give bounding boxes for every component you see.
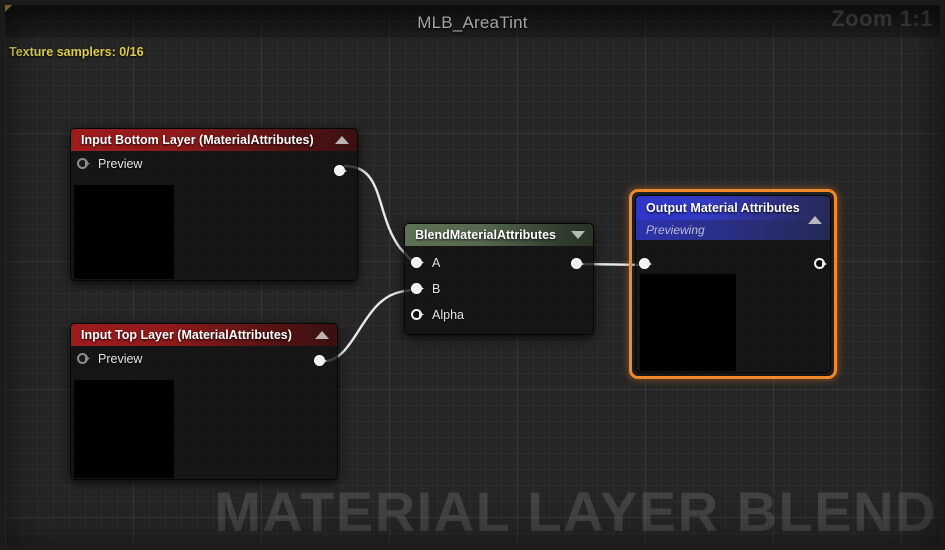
pin-a-icon[interactable] xyxy=(411,256,424,270)
node-input-top-layer[interactable]: Input Top Layer (MaterialAttributes) Pre… xyxy=(70,323,338,480)
pin-row-preview[interactable]: Preview xyxy=(71,151,357,177)
node-header-input-bottom-layer[interactable]: Input Bottom Layer (MaterialAttributes) xyxy=(71,129,357,151)
pin-label: Alpha xyxy=(432,308,464,322)
pin-input-icon[interactable] xyxy=(639,258,652,271)
chevron-up-icon[interactable] xyxy=(808,216,822,224)
node-header-input-top-layer[interactable]: Input Top Layer (MaterialAttributes) xyxy=(71,324,337,346)
pin-output-icon[interactable] xyxy=(334,165,347,178)
node-body: A B Alpha xyxy=(405,246,593,334)
node-body xyxy=(636,240,830,372)
chevron-up-icon[interactable] xyxy=(315,331,329,339)
node-body: Preview xyxy=(71,151,357,280)
node-body: Preview xyxy=(71,346,337,479)
node-title: Input Bottom Layer (MaterialAttributes) xyxy=(81,133,314,147)
pin-row-preview[interactable]: Preview xyxy=(71,346,337,372)
node-output-material-attributes[interactable]: Output Material Attributes Previewing xyxy=(629,189,837,379)
graph-title: MLB_AreaTint xyxy=(417,13,528,32)
pin-label: B xyxy=(432,282,441,296)
pin-label: Preview xyxy=(98,352,143,366)
pin-alpha-icon[interactable] xyxy=(411,308,424,322)
pin-row-b[interactable]: B xyxy=(405,276,593,302)
preview-thumbnail xyxy=(74,380,174,478)
texture-samplers-status: Texture samplers: 0/16 xyxy=(9,45,144,59)
chevron-down-icon[interactable] xyxy=(571,231,585,239)
pin-row-a[interactable]: A xyxy=(405,250,593,276)
pin-b-icon[interactable] xyxy=(411,282,424,296)
chevron-up-icon[interactable] xyxy=(335,136,349,144)
pin-preview-icon[interactable] xyxy=(77,157,90,171)
node-blend-material-attributes[interactable]: BlendMaterialAttributes A B xyxy=(404,223,594,335)
node-title: BlendMaterialAttributes xyxy=(415,228,556,242)
zoom-level-label: Zoom 1:1 xyxy=(831,6,933,31)
pin-output-icon[interactable] xyxy=(571,258,584,271)
pin-label: Preview xyxy=(98,157,143,171)
node-header-blend-material-attributes[interactable]: BlendMaterialAttributes xyxy=(405,224,593,246)
preview-thumbnail xyxy=(640,274,736,371)
preview-thumbnail xyxy=(74,185,174,279)
pin-preview-icon[interactable] xyxy=(77,352,90,366)
pin-output-icon[interactable] xyxy=(814,258,827,271)
pin-label: A xyxy=(432,256,441,270)
node-subtitle: Previewing xyxy=(636,220,830,240)
corner-tab-marker xyxy=(2,2,15,15)
node-title: Output Material Attributes xyxy=(646,201,800,215)
node-title: Input Top Layer (MaterialAttributes) xyxy=(81,328,292,342)
pin-row-alpha[interactable]: Alpha xyxy=(405,302,593,328)
node-header-output-material-attributes[interactable]: Output Material Attributes xyxy=(636,196,830,224)
pin-output-icon[interactable] xyxy=(314,355,327,368)
node-input-bottom-layer[interactable]: Input Bottom Layer (MaterialAttributes) … xyxy=(70,128,358,281)
